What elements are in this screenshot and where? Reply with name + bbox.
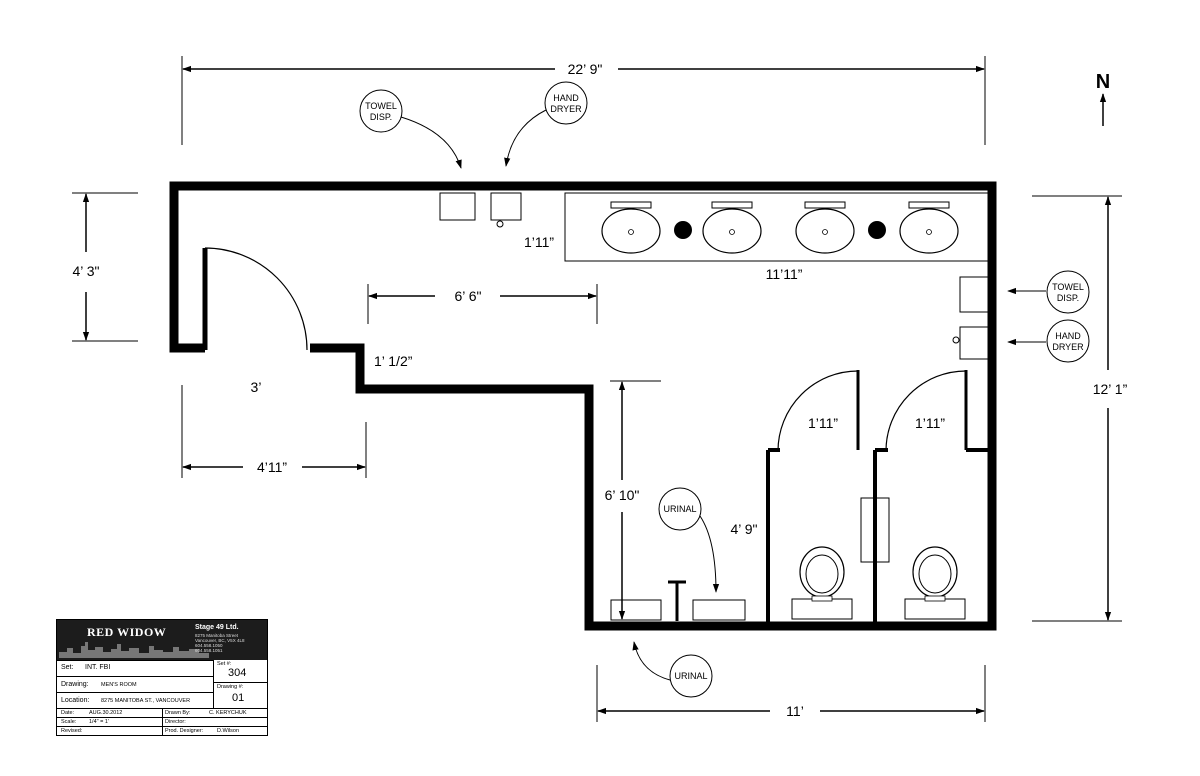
svg-text:URINAL: URINAL <box>663 504 696 514</box>
callout-urinal-outer: URINAL <box>632 641 713 698</box>
svg-text:URINAL: URINAL <box>674 671 707 681</box>
dim-counter-length-label: 11’11” <box>766 266 803 282</box>
dim-right-height: 12’ 1” <box>1032 195 1128 622</box>
toilet <box>791 546 853 620</box>
dim-urinal-wall-label: 6’ 10" <box>605 487 640 503</box>
north-label: N <box>1096 71 1110 93</box>
skyline-graphic <box>59 642 209 658</box>
callout-towel-top: TOWEL DISP. <box>359 89 462 169</box>
toilet-stalls <box>766 370 988 622</box>
svg-text:DRYER: DRYER <box>550 104 582 114</box>
title-block: RED WIDOW Stage 49 Ltd. 8275 Manitoba St… <box>56 619 268 736</box>
svg-text:HAND: HAND <box>553 93 579 103</box>
room-walls <box>169 181 997 631</box>
dim-left-height-label: 4’ 3" <box>72 263 99 279</box>
sink <box>899 201 959 254</box>
towel-dispenser-right <box>959 276 989 313</box>
company-name: Stage 49 Ltd. <box>195 624 239 631</box>
svg-text:TOWEL: TOWEL <box>1052 282 1084 292</box>
svg-text:DISP.: DISP. <box>370 112 392 122</box>
dim-urinal-wall: 6’ 10" <box>605 380 661 620</box>
callout-towel-right: TOWEL DISP. <box>1007 270 1090 314</box>
soap-dispenser <box>868 221 886 239</box>
svg-text:DRYER: DRYER <box>1052 342 1084 352</box>
red-widow-logo: RED WIDOW <box>87 625 167 639</box>
tb-row-drawing: Drawing: MEN'S ROOM <box>57 676 267 692</box>
hand-dryer-right <box>959 326 989 360</box>
dim-stall-1-label: 1’11” <box>808 415 838 431</box>
hand-dryer-top <box>490 192 522 221</box>
toilet <box>904 546 966 620</box>
dim-corridor: 6’ 6" <box>367 284 598 324</box>
svg-text:TOWEL: TOWEL <box>365 101 397 111</box>
sink <box>601 201 661 254</box>
dim-total-width-label: 22’ 9" <box>568 61 603 77</box>
dim-urinal-area-label: 4’ 9" <box>730 521 757 537</box>
entry-door <box>202 247 308 351</box>
tb-numbers: Set #: 304 Drawing #: 01 <box>213 660 268 708</box>
svg-text:HAND: HAND <box>1055 331 1081 341</box>
dim-right-height-label: 12’ 1” <box>1093 381 1128 397</box>
dim-total-width: 22’ 9" <box>181 56 986 145</box>
dim-door-width-label: 3’ <box>251 379 262 395</box>
dim-stall-2-label: 1’11” <box>915 415 945 431</box>
towel-dispenser-top <box>439 192 476 221</box>
sinks <box>601 201 959 254</box>
dim-door-offset-label: 4’11” <box>257 459 287 475</box>
callout-dryer-top: HAND DRYER <box>504 81 588 167</box>
dim-corridor-label: 6’ 6" <box>454 288 481 304</box>
urinals <box>610 580 746 621</box>
dim-bottom-width: 11’ <box>596 665 986 722</box>
tb-row-set: Set: INT. FBI <box>57 660 267 676</box>
sink <box>795 201 855 254</box>
title-block-header: RED WIDOW Stage 49 Ltd. 8275 Manitoba St… <box>57 620 267 660</box>
soap-dispenser <box>674 221 692 239</box>
dim-door-offset: 4’11” <box>181 385 367 478</box>
callout-dryer-right: HAND DRYER <box>1007 319 1090 363</box>
callout-urinal-inner: URINAL <box>658 487 720 593</box>
sink <box>702 201 762 254</box>
tb-row-location: Location: 8275 MANITOBA ST., VANCOUVER <box>57 692 267 708</box>
north-arrow: N <box>1096 71 1110 126</box>
dim-jog-label: 1’ 1/2” <box>374 353 413 369</box>
dim-left-height: 4’ 3" <box>72 192 138 342</box>
svg-text:DISP.: DISP. <box>1057 293 1079 303</box>
dim-counter-depth-label: 1’11” <box>524 234 554 250</box>
dim-bottom-width-label: 11’ <box>786 703 804 719</box>
